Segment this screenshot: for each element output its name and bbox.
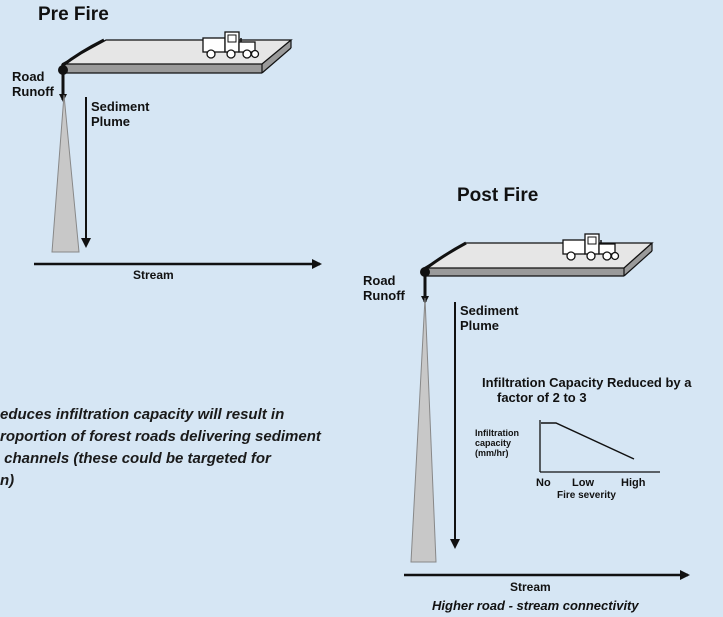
- post-fire-title: Post Fire: [457, 185, 539, 206]
- post-fire-stream-label: Stream: [510, 580, 551, 594]
- body-text-line: channels (these could be targeted for: [0, 450, 271, 467]
- inset-title: Infiltration Capacity Reduced by a facto…: [482, 375, 692, 405]
- pre-fire-road-edge: [61, 38, 105, 68]
- infiltration-inset-chart: [539, 420, 660, 473]
- inset-tick-no: No: [536, 477, 551, 489]
- post-fire-sediment-plume: [410, 297, 437, 563]
- pre-fire-sediment-plume-label: Sediment Plume: [91, 99, 150, 129]
- pre-fire-sediment-plume: [51, 94, 80, 253]
- body-text-block: educes infiltration capacity will result…: [0, 404, 321, 492]
- body-text-line: educes infiltration capacity will result…: [0, 406, 285, 423]
- inset-tick-low: Low: [572, 477, 594, 489]
- inset-y-axis-label: Infiltration capacity (mm/hr): [475, 428, 519, 458]
- post-fire-sediment-plume-label: Sediment Plume: [460, 303, 519, 333]
- pre-fire-title: Pre Fire: [38, 4, 109, 25]
- body-text-line: n): [0, 472, 15, 489]
- post-fire-caption: Higher road - stream connectivity: [432, 598, 639, 613]
- pre-fire-stream-label: Stream: [133, 268, 174, 282]
- post-fire-road-runoff-label: Road Runoff: [363, 273, 405, 303]
- body-text-line: roportion of forest roads delivering sed…: [0, 428, 321, 445]
- inset-x-axis-label: Fire severity: [557, 490, 616, 501]
- post-fire-truck-icon: [562, 233, 620, 261]
- inset-tick-high: High: [621, 477, 646, 489]
- pre-fire-truck-icon: [202, 31, 260, 59]
- pre-fire-road-runoff-label: Road Runoff: [12, 69, 54, 99]
- inset-trend-line: [541, 422, 635, 460]
